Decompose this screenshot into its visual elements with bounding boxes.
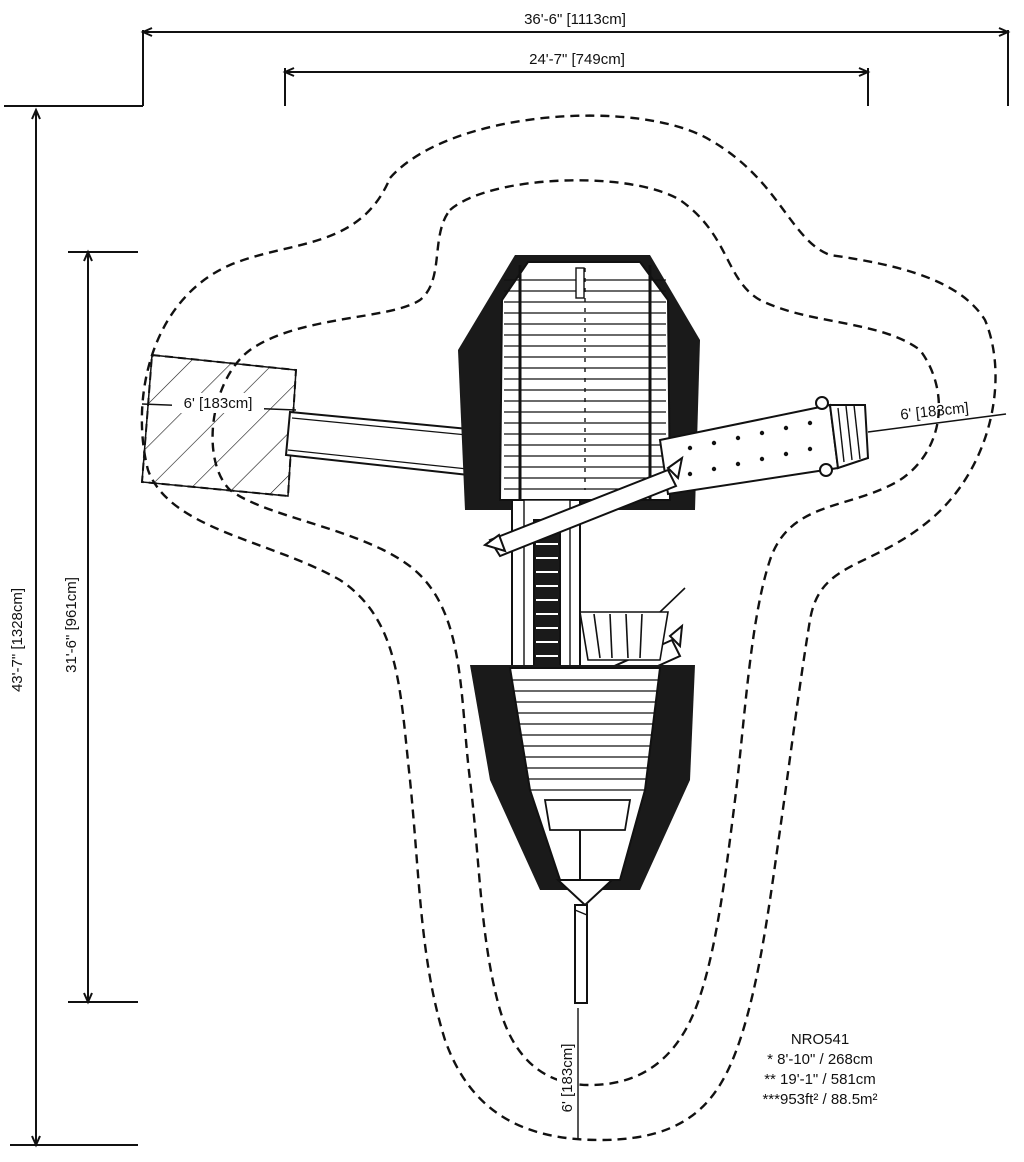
bridge-bolt [711, 440, 717, 446]
overall-length-dimension [10, 107, 138, 1148]
right-bridge [658, 396, 870, 496]
left-clearance-label-bg [172, 393, 264, 413]
lower-deck [470, 665, 695, 890]
legend-line-1: * 8'-10" / 268cm [767, 1051, 873, 1068]
bridge-bolt [687, 445, 693, 451]
bridge-bolt [783, 451, 789, 457]
upper-oar [482, 455, 684, 558]
right-clearance-dimension [867, 413, 1007, 433]
overall-width-dimension [4, 27, 1011, 107]
legend-model: NRO541 [790, 1031, 850, 1048]
left-clearance-label: 6' [183cm] [184, 395, 253, 412]
structure-length-label: 31'-6" [961cm] [63, 577, 80, 673]
bottom-clearance-label-bg [557, 1032, 575, 1124]
bridge-bolts [687, 420, 813, 477]
bridge-bolt [735, 461, 741, 467]
bridge-bolt [807, 446, 813, 452]
bridge-bolt [735, 435, 741, 441]
left-clearance-zone [140, 353, 298, 498]
bridge-bolt [783, 425, 789, 431]
overall-length-label: 43'-7" [1328cm] [9, 588, 26, 692]
bridge-bolt [807, 420, 813, 426]
bowsprit [555, 879, 615, 1004]
inner-use-zone [211, 179, 940, 1087]
structure-width-label: 24'-7" [749cm] [529, 51, 625, 68]
bridge-bolt [759, 456, 765, 462]
bridge-bolt [711, 466, 717, 472]
overall-width-label: 36'-6" [1113cm] [524, 11, 626, 28]
crows-nest [579, 587, 686, 661]
bridge-bolt [687, 471, 693, 477]
upper-deck [458, 255, 700, 510]
legend-block: NRO541 * 8'-10" / 268cm ** 19'-1" / 581c… [700, 1030, 940, 1110]
structure-length-dimension [68, 249, 138, 1005]
left-slide [284, 410, 502, 480]
bridge-bolt [759, 430, 765, 436]
structure-width-dimension [282, 67, 871, 106]
legend-line-2: ** 19'-1" / 581cm [764, 1071, 876, 1088]
legend-line-3: ***953ft² / 88.5m² [762, 1091, 878, 1108]
bottom-clearance-label: 6' [183cm] [559, 1044, 576, 1113]
